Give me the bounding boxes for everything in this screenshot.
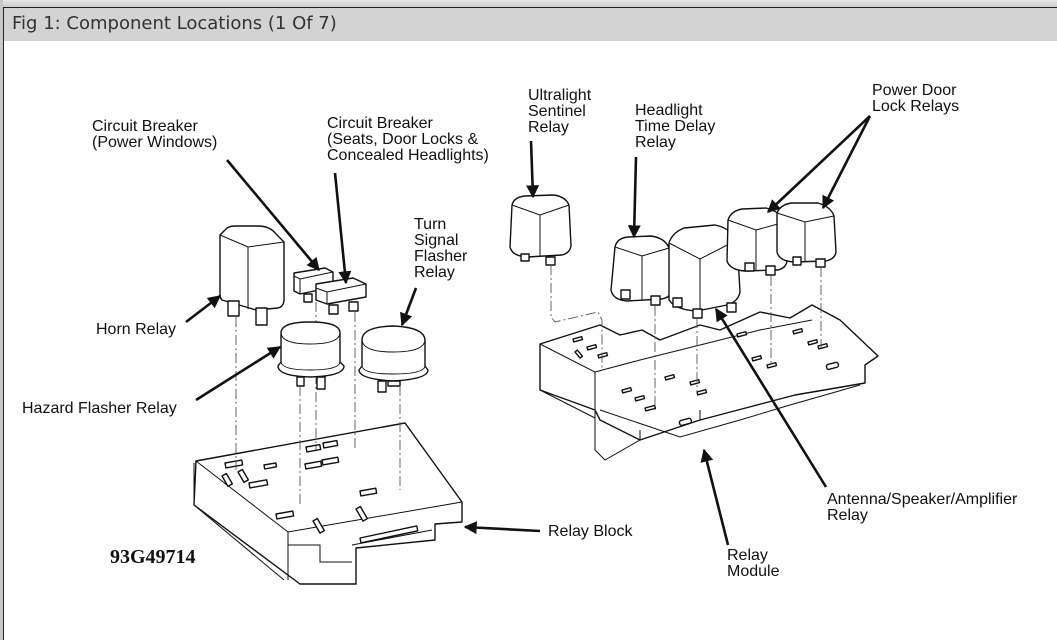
window-left-edge: [0, 0, 3, 640]
turn-signal-flasher-relay-drawing: [358, 325, 429, 490]
leader-door-lock-2: [821, 115, 872, 210]
label-circuit-breaker-power-windows: Circuit Breaker (Power Windows): [92, 118, 218, 151]
leader-horn-relay: [185, 294, 222, 324]
label-headlight-time-delay-relay: Headlight Time Delay Relay: [635, 102, 716, 151]
label-hazard-flasher-relay: Hazard Flasher Relay: [22, 400, 177, 417]
power-door-lock-relay-1-drawing: [726, 207, 788, 365]
label-power-door-lock-relays: Power Door Lock Relays: [872, 82, 960, 115]
relay-block-drawing: [193, 422, 463, 585]
relay-module-slots: [572, 327, 840, 427]
circuit-breaker-seats-drawing: [315, 277, 367, 448]
leader-relay-module: [700, 448, 730, 546]
leader-cb-power-windows: [226, 159, 320, 271]
leader-lines: [185, 115, 872, 546]
leader-hazard-flasher: [195, 345, 282, 402]
figure-frame: Fig 1: Component Locations (1 Of 7): [3, 7, 1057, 640]
figure-title: Fig 1: Component Locations (1 Of 7): [12, 13, 337, 34]
antenna-speaker-amplifier-relay-drawing: [668, 224, 741, 393]
label-ultralight-sentinel-relay: Ultralight Sentinel Relay: [528, 87, 592, 136]
leader-door-lock-1: [767, 115, 871, 213]
leader-turn-signal: [400, 287, 418, 327]
label-circuit-breaker-seats: Circuit Breaker (Seats, Door Locks & Con…: [327, 115, 489, 164]
relay-module-drawing: [539, 304, 879, 461]
ultralight-sentinel-relay-drawing: [509, 194, 603, 370]
leader-relay-block: [463, 521, 541, 535]
label-relay-block: Relay Block: [548, 523, 633, 540]
leader-ultralight: [526, 140, 540, 199]
leader-cb-seats: [333, 172, 352, 285]
label-turn-signal-flasher-relay: Turn Signal Flasher Relay: [414, 216, 468, 281]
label-relay-module: Relay Module: [727, 547, 780, 580]
label-horn-relay: Horn Relay: [96, 321, 177, 338]
leader-antenna-relay: [714, 307, 828, 488]
figure-header: Fig 1: Component Locations (1 Of 7): [4, 8, 1057, 41]
hazard-flasher-relay-drawing: [277, 321, 345, 505]
leader-headlight-delay: [627, 156, 641, 239]
figure-code: 93G49714: [110, 546, 196, 568]
horn-relay-drawing: [219, 225, 285, 470]
power-door-lock-relay-2-drawing: [776, 202, 837, 348]
window-top-edge: [0, 0, 1057, 7]
label-antenna-speaker-amplifier-relay: Antenna/Speaker/Amplifier Relay: [827, 491, 1018, 524]
relay-block-slots: [221, 439, 378, 534]
